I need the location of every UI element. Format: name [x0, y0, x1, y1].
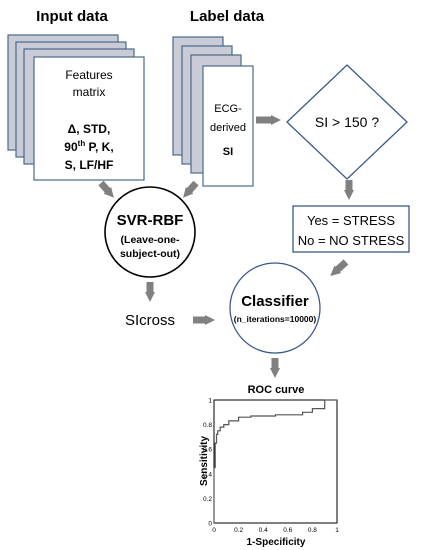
arrows [98, 115, 354, 378]
features-line2-base: 90 [64, 140, 78, 154]
roc-plot-frame [213, 399, 338, 524]
y-tick-label: 1 [208, 398, 212, 405]
x-tick-label: 0.8 [308, 527, 317, 534]
sicross-label: SIcross [125, 312, 175, 329]
svr-title: SVR-RBF [117, 212, 184, 229]
svr-sub2: subject-out) [120, 248, 180, 260]
ecg-line1: ECG- [214, 103, 242, 115]
classifier-node [229, 262, 321, 354]
features-card [33, 56, 145, 181]
features-title-word1: Features [65, 68, 112, 82]
features-line3: S, LF/HF [65, 158, 114, 172]
features-card-stack: Features matrix Δ, STD, 90th P, K, S, LF/… [7, 34, 145, 181]
roc-chart: ROC curve 0 0.2 0.4 0.6 0.8 1 0 0.2 0.4 … [199, 384, 346, 548]
features-line2-sup: th [78, 139, 86, 148]
label-data-title: Label data [190, 8, 265, 25]
outcome-yes: Yes = STRESS [307, 213, 395, 228]
y-tick-label: 0.6 [203, 447, 212, 454]
roc-ylabel: Sensitivity [199, 436, 210, 486]
features-line1: Δ, STD, [68, 122, 111, 136]
arrow-features-to-svr [98, 180, 114, 198]
x-tick-label: 0.6 [283, 527, 292, 534]
roc-xlabel: 1-Specificity [247, 537, 306, 548]
outcome-box [292, 205, 410, 253]
decision-text: SI > 150 ? [315, 114, 379, 130]
decision-diamond [286, 64, 408, 180]
svr-node [104, 186, 196, 278]
ecg-line2: derived [210, 122, 246, 134]
input-data-title: Input data [36, 8, 108, 25]
x-tick-label: 0.4 [259, 527, 268, 534]
features-card-title: Features matrix [65, 68, 112, 99]
y-tick-label: 0.4 [203, 471, 212, 478]
roc-y-ticks: 0 0.2 0.4 0.6 0.8 1 [203, 398, 212, 528]
classifier-title: Classifier [241, 293, 309, 310]
arrow-ecg-to-svr [183, 180, 199, 198]
roc-title: ROC curve [248, 384, 305, 396]
roc-background [202, 394, 346, 535]
y-tick-label: 0.2 [203, 496, 212, 503]
outcome-no: No = NO STRESS [298, 233, 405, 248]
arrow-outcome-to-classifier [330, 259, 349, 276]
ecg-card [202, 65, 254, 187]
x-tick-label: 1 [335, 527, 339, 534]
features-line2-tail: P, K, [85, 140, 113, 154]
ecg-line3: SI [223, 146, 233, 158]
x-tick-label: 0 [212, 527, 216, 534]
svr-sub1: (Leave-one- [121, 234, 180, 246]
x-tick-label: 0.2 [234, 527, 243, 534]
y-tick-label: 0.8 [203, 422, 212, 429]
classifier-sub: (n_iterations=10000) [234, 314, 317, 324]
roc-x-ticks: 0 0.2 0.4 0.6 0.8 1 [212, 527, 339, 534]
y-tick-label: 0 [208, 521, 212, 528]
features-line2: 90th P, K, [64, 139, 113, 154]
features-title-word2: matrix [73, 85, 106, 99]
roc-curve-line [213, 399, 337, 523]
ecg-card-stack: ECG- derived SI [172, 36, 254, 187]
